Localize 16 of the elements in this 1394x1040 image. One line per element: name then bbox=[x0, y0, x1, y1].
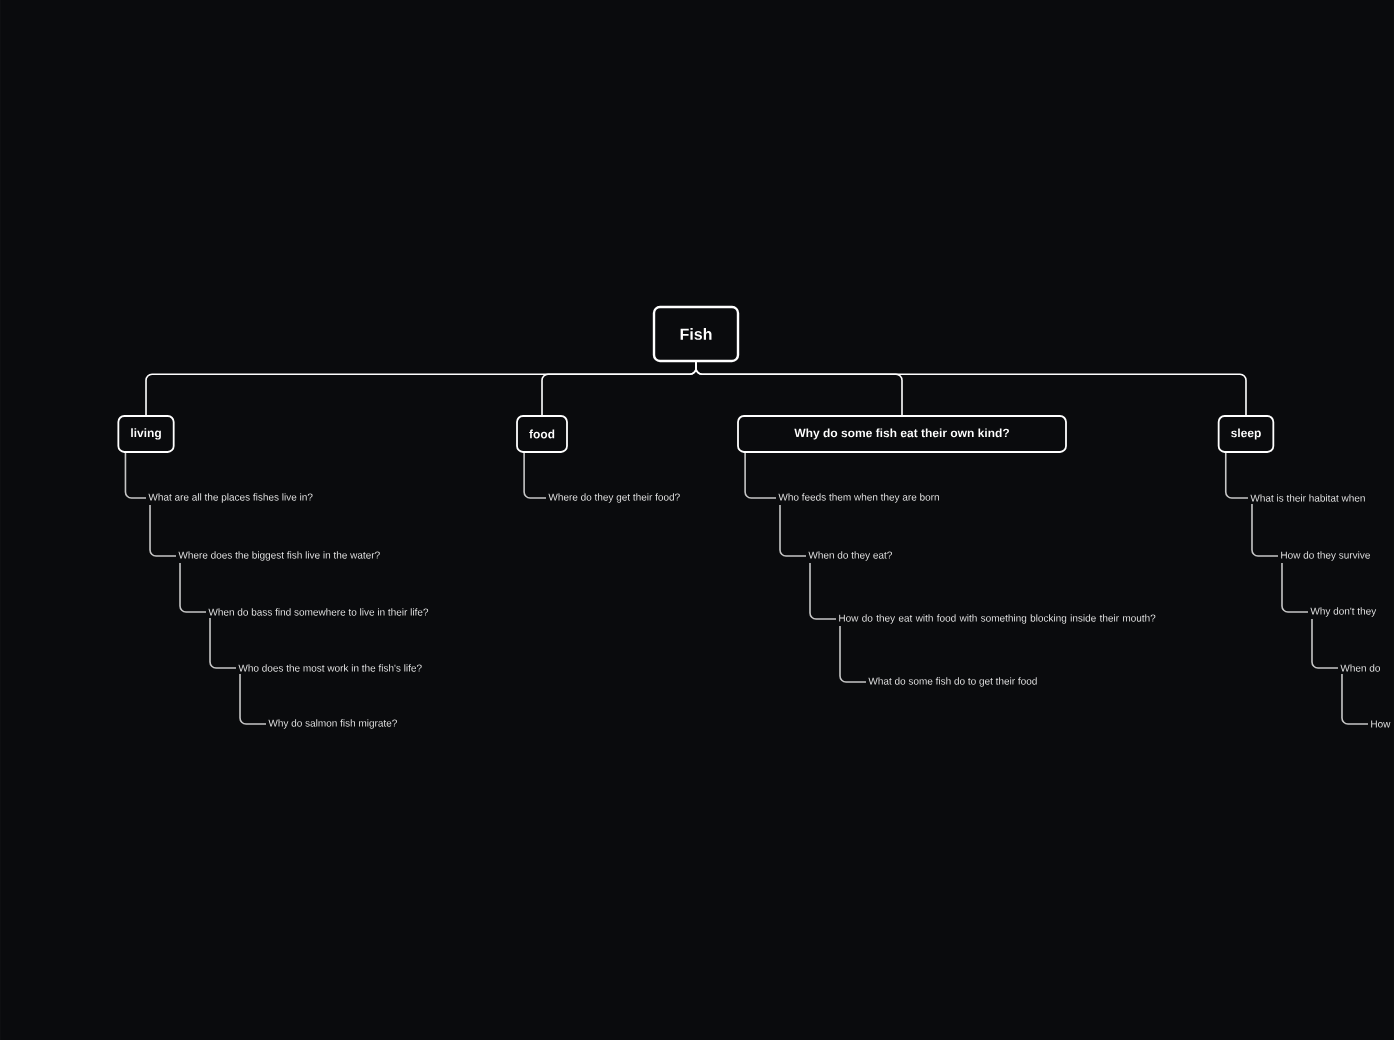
connector-line bbox=[839, 625, 867, 683]
connector-line bbox=[1341, 673, 1369, 725]
connector-line bbox=[1281, 562, 1309, 613]
topic-box: Fish bbox=[652, 305, 740, 363]
connector-line bbox=[744, 452, 777, 499]
connector-line bbox=[809, 562, 837, 620]
connector-line bbox=[1251, 503, 1279, 557]
connector-line bbox=[779, 504, 807, 557]
connector-line bbox=[1311, 618, 1339, 669]
connector-line bbox=[695, 361, 1247, 416]
connector-line bbox=[179, 562, 207, 613]
connector-line bbox=[1224, 452, 1249, 499]
connector-line bbox=[124, 452, 147, 499]
connector-line bbox=[149, 504, 177, 557]
connector-line bbox=[209, 617, 237, 669]
connector-line bbox=[239, 673, 267, 725]
